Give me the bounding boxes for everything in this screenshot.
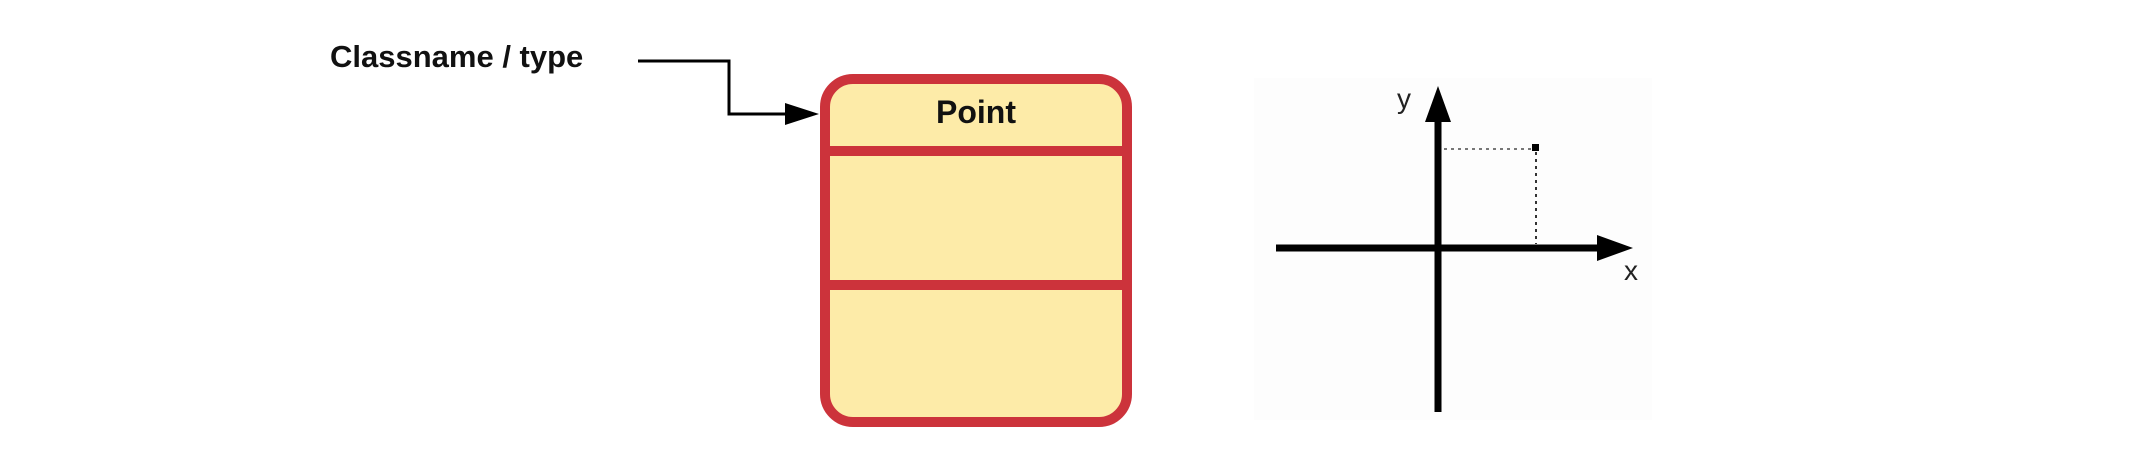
classname-type-label: Classname / type	[330, 39, 583, 74]
coordinate-plot: y x	[1254, 78, 1652, 420]
annotation-connector-arrow	[638, 59, 819, 125]
point-marker	[1532, 144, 1539, 151]
class-box-frame	[820, 74, 1132, 427]
class-name: Point	[936, 94, 1016, 130]
y-axis-arrowhead	[1425, 86, 1451, 122]
class-attributes-section	[830, 156, 1122, 280]
class-methods-section	[830, 290, 1122, 417]
x-axis-arrowhead	[1597, 235, 1633, 261]
uml-class-box[interactable]: Point	[820, 74, 1132, 427]
x-axis-label: x	[1624, 255, 1638, 286]
connector-arrowhead	[785, 103, 819, 125]
y-axis-label: y	[1397, 83, 1411, 114]
